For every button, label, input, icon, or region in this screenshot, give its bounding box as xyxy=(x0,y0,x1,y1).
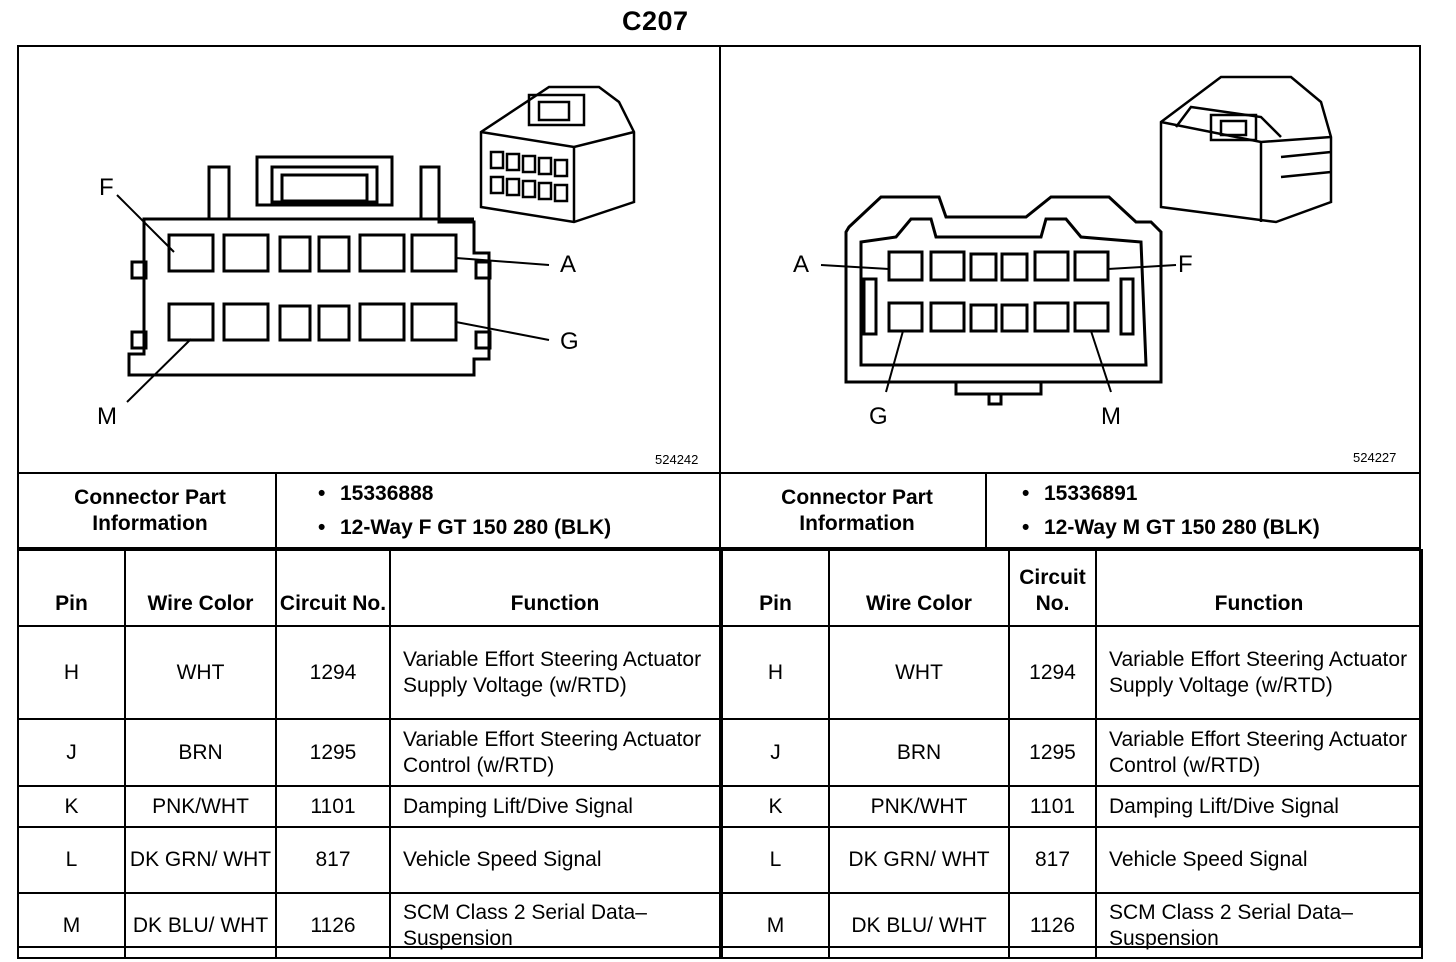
pin-cell: K xyxy=(721,785,830,828)
pin-label-g: G xyxy=(869,403,888,430)
wire-color-cell: WHT xyxy=(124,625,277,720)
pin-cell: L xyxy=(721,826,830,894)
connector-title: C207 xyxy=(622,6,689,36)
header-circuit-no: Circuit No. xyxy=(1008,549,1097,627)
wire-color-cell: DK GRN/ WHT xyxy=(828,826,1010,894)
part-description: •12-Way F GT 150 280 (BLK) xyxy=(318,516,612,539)
pin-label-m: M xyxy=(1101,403,1121,430)
circuit-cell: 817 xyxy=(275,826,391,894)
circuit-cell: 1295 xyxy=(1008,718,1097,787)
function-cell: Damping Lift/Dive Signal xyxy=(1095,785,1423,828)
table-row: K PNK/WHT 1101 Damping Lift/Dive Signal xyxy=(721,785,1423,828)
function-cell: Vehicle Speed Signal xyxy=(389,826,721,894)
wire-color-cell: DK GRN/ WHT xyxy=(124,826,277,894)
connector-part-label: Connector Part Information xyxy=(781,486,933,535)
pin-cell: L xyxy=(17,826,126,894)
table-row: M DK BLU/ WHT 1126 SCM Class 2 Serial Da… xyxy=(721,892,1423,959)
pin-table-female: Pin Wire Color Circuit No. Function H WH… xyxy=(17,549,721,959)
table-row: M DK BLU/ WHT 1126 SCM Class 2 Serial Da… xyxy=(17,892,721,959)
female-connector-diagram: F A G M xyxy=(97,85,636,430)
pin-label-a: A xyxy=(560,251,576,278)
wire-color-cell: WHT xyxy=(828,625,1010,720)
table-row: J BRN 1295 Variable Effort Steering Actu… xyxy=(17,718,721,787)
part-number: •15336891 xyxy=(1022,482,1138,505)
cpi-divider-left xyxy=(275,472,277,549)
table-header-row: Pin Wire Color Circuit No. Function xyxy=(17,549,721,627)
part-description: •12-Way M GT 150 280 (BLK) xyxy=(1022,516,1320,539)
table-row: H WHT 1294 Variable Effort Steering Actu… xyxy=(721,625,1423,720)
center-divider xyxy=(719,45,721,948)
cpi-divider-right xyxy=(985,472,987,549)
pin-label-m: M xyxy=(97,403,117,430)
table-row: L DK GRN/ WHT 817 Vehicle Speed Signal xyxy=(721,826,1423,894)
function-cell: Vehicle Speed Signal xyxy=(1095,826,1423,894)
wire-color-cell: DK BLU/ WHT xyxy=(828,892,1010,959)
circuit-cell: 1101 xyxy=(1008,785,1097,828)
circuit-cell: 1294 xyxy=(1008,625,1097,720)
pin-cell: J xyxy=(721,718,830,787)
function-cell: Variable Effort Steering Actuator Supply… xyxy=(389,625,721,720)
part-info-divider xyxy=(17,547,1421,549)
function-cell: Damping Lift/Dive Signal xyxy=(389,785,721,828)
pin-cell: K xyxy=(17,785,126,828)
circuit-cell: 1294 xyxy=(275,625,391,720)
pin-cell: H xyxy=(721,625,830,720)
circuit-cell: 1126 xyxy=(275,892,391,959)
header-wire-color: Wire Color xyxy=(828,549,1010,627)
function-cell: SCM Class 2 Serial Data– Suspension xyxy=(389,892,721,959)
header-pin: Pin xyxy=(17,549,126,627)
pin-label-a: A xyxy=(793,251,809,278)
circuit-cell: 1126 xyxy=(1008,892,1097,959)
header-function: Function xyxy=(1095,549,1423,627)
table-header-row: Pin Wire Color Circuit No. Function xyxy=(721,549,1423,627)
wire-color-cell: PNK/WHT xyxy=(124,785,277,828)
table-row: L DK GRN/ WHT 817 Vehicle Speed Signal xyxy=(17,826,721,894)
pin-cell: M xyxy=(17,892,126,959)
pin-label-f: F xyxy=(1178,251,1193,278)
header-function: Function xyxy=(389,549,721,627)
male-connector-diagram: A F G M xyxy=(793,75,1333,430)
pin-table-male: Pin Wire Color Circuit No. Function H WH… xyxy=(721,549,1423,959)
function-cell: Variable Effort Steering Actuator Supply… xyxy=(1095,625,1423,720)
function-cell: SCM Class 2 Serial Data–Suspension xyxy=(1095,892,1423,959)
pin-cell: H xyxy=(17,625,126,720)
circuit-cell: 1101 xyxy=(275,785,391,828)
circuit-cell: 817 xyxy=(1008,826,1097,894)
table-row: H WHT 1294 Variable Effort Steering Actu… xyxy=(17,625,721,720)
wire-color-cell: DK BLU/ WHT xyxy=(124,892,277,959)
part-number: •15336888 xyxy=(318,482,434,505)
pin-cell: J xyxy=(17,718,126,787)
figure-divider xyxy=(17,472,1421,474)
table-row: K PNK/WHT 1101 Damping Lift/Dive Signal xyxy=(17,785,721,828)
circuit-cell: 1295 xyxy=(275,718,391,787)
connector-part-label: Connector Part Information xyxy=(74,486,226,535)
function-cell: Variable Effort Steering Actuator Contro… xyxy=(389,718,721,787)
right-figure-id: 524227 xyxy=(1353,450,1397,465)
left-figure-id: 524242 xyxy=(655,452,699,467)
wire-color-cell: BRN xyxy=(124,718,277,787)
pin-cell: M xyxy=(721,892,830,959)
wire-color-cell: PNK/WHT xyxy=(828,785,1010,828)
header-pin: Pin xyxy=(721,549,830,627)
wire-color-cell: BRN xyxy=(828,718,1010,787)
pin-label-f: F xyxy=(99,174,114,201)
table-row: J BRN 1295 Variable Effort Steering Actu… xyxy=(721,718,1423,787)
header-wire-color: Wire Color xyxy=(124,549,277,627)
header-circuit-no: Circuit No. xyxy=(275,549,391,627)
pin-label-g: G xyxy=(560,328,579,355)
function-cell: Variable Effort Steering Actuator Contro… xyxy=(1095,718,1423,787)
